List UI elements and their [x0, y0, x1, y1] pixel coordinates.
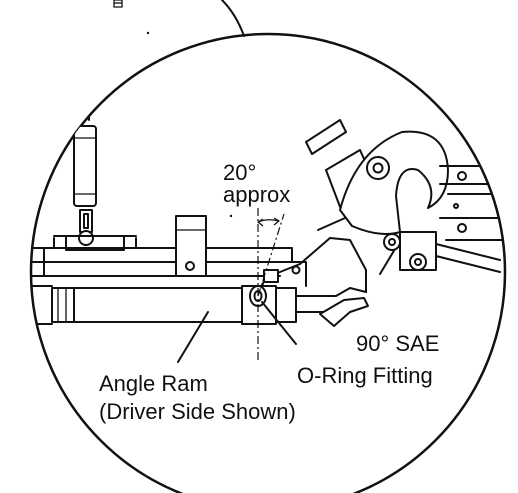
upper-view-fragment	[113, 0, 150, 35]
upright-plate	[175, 215, 207, 277]
angle-ram-cylinder	[31, 285, 369, 327]
main-frame	[31, 237, 301, 277]
fitting-label-line2: O-Ring Fitting	[297, 363, 433, 388]
mechanism-drawing	[31, 69, 505, 360]
detail-leader-line	[221, 0, 245, 37]
ram-callout-leader	[177, 311, 209, 363]
detail-circle	[29, 32, 507, 493]
chain-bracket	[53, 235, 137, 251]
ram-label-line2: (Driver Side Shown)	[99, 399, 296, 424]
approx-dot	[229, 214, 233, 218]
hinge-coupler-assembly	[299, 119, 501, 293]
fitting-label-line1: 90° SAE	[356, 331, 439, 356]
angle-reference	[257, 208, 285, 360]
lift-chain	[73, 69, 97, 246]
right-rails	[439, 165, 505, 241]
angle-approx-label: approx	[223, 182, 290, 207]
angled-centerline	[257, 213, 285, 297]
fitting-callout-leader	[261, 301, 297, 345]
ram-label-line1: Angle Ram	[99, 371, 208, 396]
angle-value-label: 20°	[223, 160, 256, 185]
pivot-details	[285, 261, 307, 287]
